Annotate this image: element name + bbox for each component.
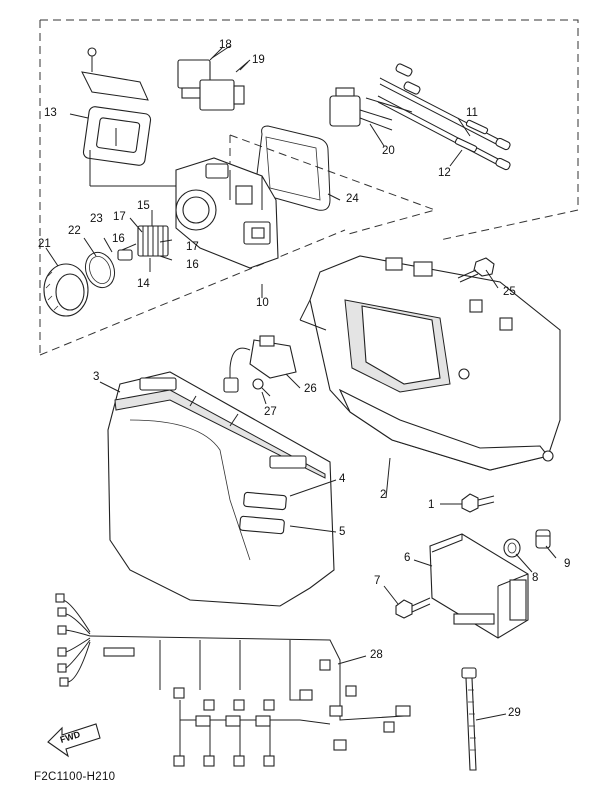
callout-9: 9 — [564, 558, 571, 570]
bolt-1 — [461, 493, 495, 513]
wire-harness-28 — [55, 593, 411, 767]
callout-10: 10 — [256, 297, 269, 309]
cover-13 — [81, 47, 152, 166]
callout-4: 4 — [339, 473, 346, 485]
callout-26: 26 — [304, 383, 317, 395]
relay-19 — [199, 61, 249, 111]
callout-29: 29 — [508, 707, 521, 719]
callout-20: 20 — [382, 145, 395, 157]
callout-23: 23 — [90, 213, 103, 225]
callout-2: 2 — [380, 489, 387, 501]
callout-18: 18 — [219, 39, 232, 51]
callout-15: 15 — [137, 200, 150, 212]
control-unit-6 — [429, 533, 529, 639]
callout-1: 1 — [428, 499, 435, 511]
callout-25: 25 — [503, 286, 516, 298]
callout-24: 24 — [346, 193, 359, 205]
callout-16-right: 16 — [186, 259, 199, 271]
cable-tie-29 — [461, 667, 477, 771]
diagram-code: F2C1100-H210 — [34, 771, 116, 783]
collar-9 — [535, 529, 551, 549]
grommet-8 — [503, 538, 521, 558]
callout-17-right: 17 — [186, 241, 199, 253]
callout-6: 6 — [404, 552, 411, 564]
callout-27: 27 — [264, 406, 277, 418]
leads-11-12 — [377, 63, 511, 171]
bolt-7 — [395, 597, 431, 619]
callout-13: 13 — [44, 107, 57, 119]
callout-19: 19 — [252, 54, 265, 66]
fuse-23 — [117, 249, 133, 261]
callout-5: 5 — [339, 526, 346, 538]
callout-11: 11 — [466, 107, 478, 119]
callout-22: 22 — [68, 225, 81, 237]
leader-lines — [45, 45, 557, 721]
callout-16-left: 16 — [112, 233, 125, 245]
callout-21: 21 — [38, 238, 51, 250]
electrical-box-2 — [299, 255, 561, 471]
screw-27 — [252, 378, 271, 397]
callout-3: 3 — [93, 371, 100, 383]
callout-12: 12 — [438, 167, 451, 179]
throttle-body-10 — [175, 157, 279, 269]
fwd-arrow — [47, 723, 101, 758]
callout-8: 8 — [532, 572, 539, 584]
callout-17-left: 17 — [113, 211, 126, 223]
sensor-26 — [223, 335, 297, 393]
bolt-25 — [457, 257, 495, 283]
cover-3 — [107, 371, 335, 607]
cap-21 — [43, 263, 89, 317]
callout-7: 7 — [374, 575, 381, 587]
callout-14: 14 — [137, 278, 150, 290]
callout-28: 28 — [370, 649, 383, 661]
